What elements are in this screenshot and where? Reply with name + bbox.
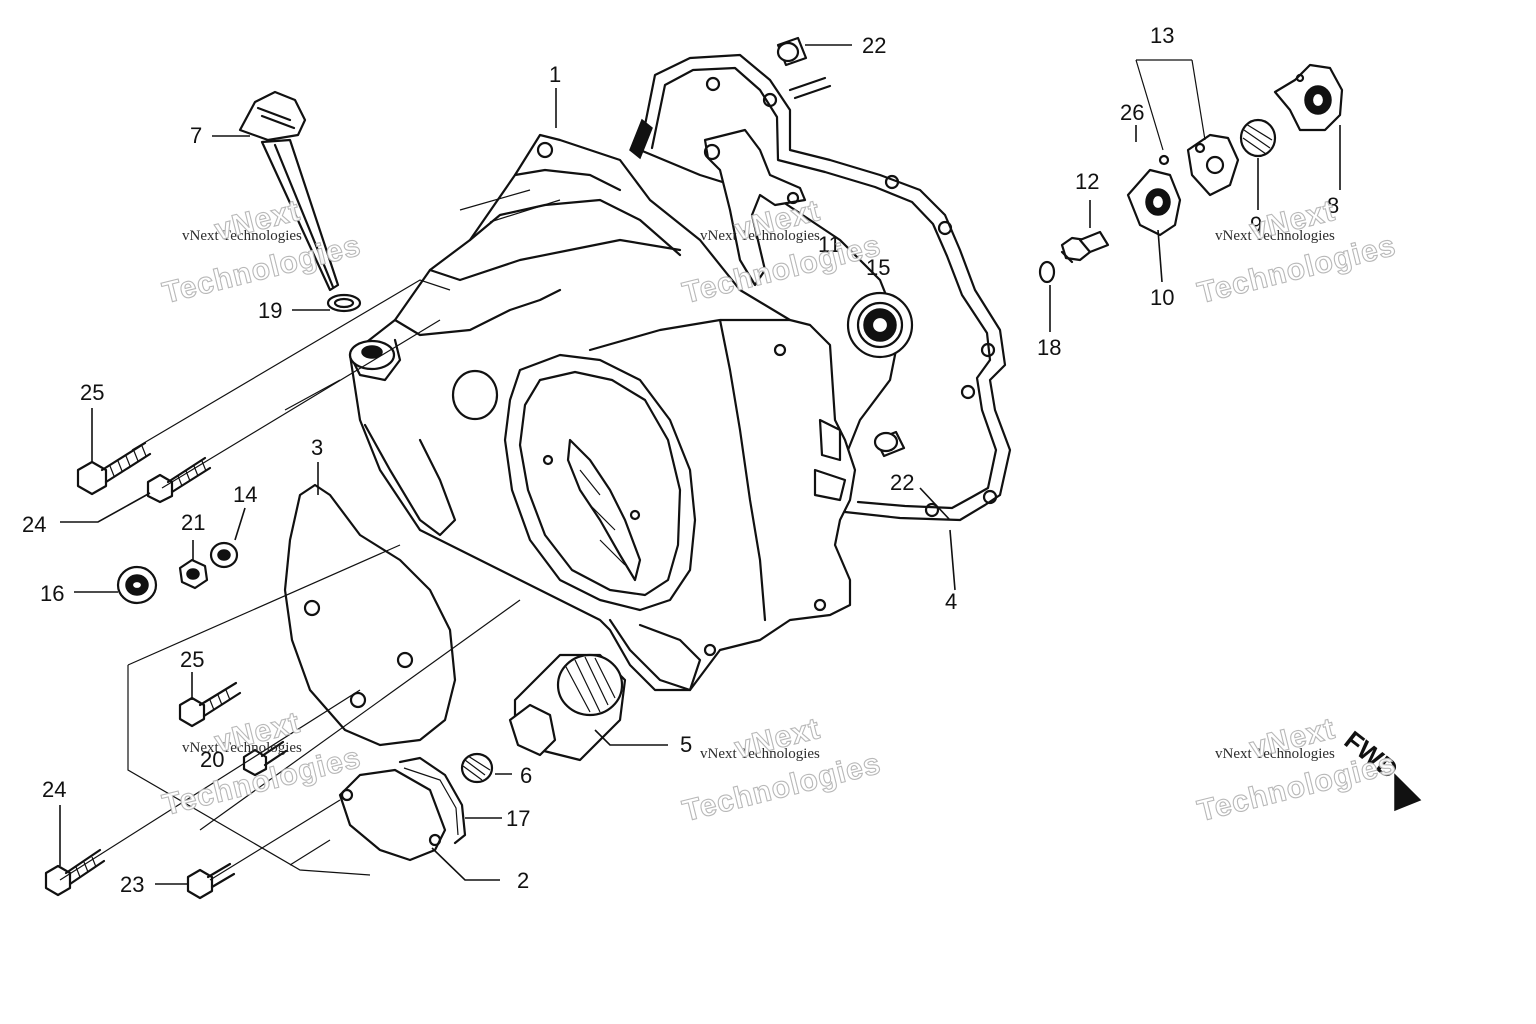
bolt-25-lower xyxy=(178,681,242,728)
watermark-small: vNext Technologies xyxy=(1215,746,1335,762)
callout-23: 23 xyxy=(120,872,144,897)
callout-21: 21 xyxy=(181,510,205,535)
callout-18: 18 xyxy=(1037,335,1061,360)
callout-14: 14 xyxy=(233,482,257,507)
callout-2: 2 xyxy=(517,868,529,893)
dowel-pin-bottom xyxy=(873,430,906,458)
callout-13: 13 xyxy=(1150,23,1174,48)
filter-cover xyxy=(338,768,447,862)
assembly-lines xyxy=(59,59,1206,881)
callout-16: 16 xyxy=(40,581,64,606)
callout-17: 17 xyxy=(506,806,530,831)
plate-13 xyxy=(1186,133,1240,197)
spring-9 xyxy=(1239,118,1277,158)
pin-26 xyxy=(1158,154,1170,166)
callout-19: 19 xyxy=(258,298,282,323)
bolt-23 xyxy=(186,862,236,900)
callout-10: 10 xyxy=(1150,285,1174,310)
washer xyxy=(209,541,239,569)
bracket-8 xyxy=(1273,63,1344,132)
callout-4: 4 xyxy=(945,589,957,614)
callout-25-lower: 25 xyxy=(180,647,204,672)
callout-8: 8 xyxy=(1327,193,1339,218)
callout-numbers: 1 7 19 25 24 3 21 14 16 25 20 24 23 17 2… xyxy=(22,23,1339,897)
callout-24-lower: 24 xyxy=(42,777,66,802)
callout-3: 3 xyxy=(311,435,323,460)
callout-25: 25 xyxy=(80,380,104,405)
oil-filler-cap-dipstick xyxy=(238,90,340,292)
callout-5: 5 xyxy=(680,732,692,757)
watermark-small: vNext Technologies xyxy=(182,228,302,244)
bolt-20 xyxy=(242,740,288,777)
callout-24: 24 xyxy=(22,512,46,537)
callout-26: 26 xyxy=(1120,100,1144,125)
plate-10 xyxy=(1126,168,1182,237)
guide-rod xyxy=(788,76,832,100)
bearing xyxy=(846,291,914,359)
oil-filter xyxy=(508,653,627,762)
callout-9: 9 xyxy=(1250,212,1262,237)
callout-6: 6 xyxy=(520,763,532,788)
callout-22-lower: 22 xyxy=(890,470,914,495)
callout-15: 15 xyxy=(866,255,890,280)
oil-seal xyxy=(116,565,158,605)
callout-11: 11 xyxy=(818,232,841,257)
dowel-pin-top xyxy=(776,36,808,67)
watermark-small: vNext Technologies xyxy=(700,746,820,762)
watermark-small: vNext Technologies xyxy=(182,740,302,756)
spring xyxy=(460,752,494,784)
bolt-25-upper xyxy=(76,441,152,496)
watermark-small: vNext Technologies xyxy=(1215,228,1335,244)
washer-18 xyxy=(1038,260,1056,284)
crankcase-cover xyxy=(348,133,857,692)
o-ring xyxy=(326,293,362,313)
watermark-small: vNext Technologies xyxy=(700,228,820,244)
callout-22-upper: 22 xyxy=(862,33,886,58)
callout-20: 20 xyxy=(200,747,224,772)
callout-1: 1 xyxy=(549,62,561,87)
callout-7: 7 xyxy=(190,123,202,148)
bolt-12 xyxy=(1060,230,1110,264)
leader-lines xyxy=(59,44,1341,885)
cover-plate xyxy=(283,483,457,747)
bolt-24-upper xyxy=(146,456,212,504)
bolt-24-lower xyxy=(44,848,106,897)
filter-o-ring xyxy=(398,756,467,845)
callout-12: 12 xyxy=(1075,169,1099,194)
clutch-lifter-arm xyxy=(703,128,807,287)
nut xyxy=(178,558,209,590)
